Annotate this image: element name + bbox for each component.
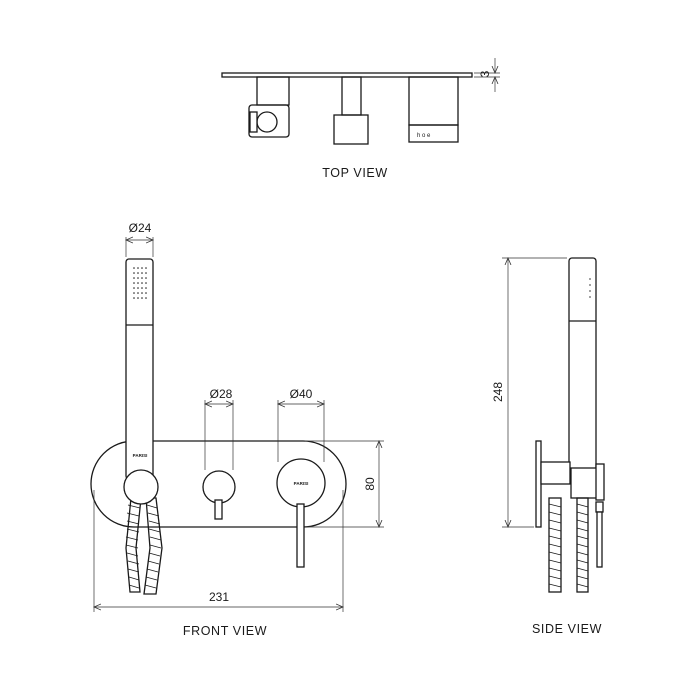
svg-text:80: 80 bbox=[363, 477, 377, 491]
side-view-plate bbox=[535, 440, 542, 528]
side-view-handshower bbox=[568, 257, 597, 481]
dim-plate-width: 231 bbox=[94, 490, 343, 612]
dim-top-thickness: 3 bbox=[474, 58, 500, 92]
front-view-holder-outlet bbox=[123, 469, 159, 505]
svg-text:Ø28: Ø28 bbox=[210, 387, 233, 401]
svg-text:3: 3 bbox=[478, 70, 492, 77]
side-view-hoses bbox=[548, 497, 589, 593]
front-view-diverter bbox=[202, 470, 236, 520]
dim-handshower-diameter: Ø24 bbox=[126, 221, 153, 257]
holder-brand-mark: PARISI bbox=[133, 453, 148, 458]
dim-diverter-diameter: Ø28 bbox=[205, 387, 233, 470]
top-view-holder bbox=[248, 76, 290, 138]
svg-text:Ø24: Ø24 bbox=[129, 221, 152, 235]
front-view-label: FRONT VIEW bbox=[183, 624, 267, 638]
svg-text:248: 248 bbox=[491, 382, 505, 402]
dim-plate-height: 80 bbox=[305, 441, 384, 527]
svg-text:Ø40: Ø40 bbox=[290, 387, 313, 401]
side-view-holder bbox=[540, 461, 605, 568]
side-view: 248 SIDE VIEW bbox=[491, 257, 605, 636]
side-view-label: SIDE VIEW bbox=[532, 622, 602, 636]
spray-nozzles bbox=[133, 267, 147, 299]
front-view-mixer: PARISI bbox=[276, 458, 326, 568]
top-view-symbols: h o e bbox=[417, 133, 431, 139]
front-view-handshower: PARISI bbox=[125, 258, 154, 480]
top-view-diverter bbox=[333, 76, 369, 145]
mixer-brand-mark: PARISI bbox=[294, 481, 309, 486]
dim-mixer-diameter: Ø40 bbox=[278, 387, 324, 462]
dim-handshower-length: 248 bbox=[491, 258, 567, 527]
front-view-hose bbox=[125, 497, 163, 595]
svg-text:231: 231 bbox=[209, 590, 229, 604]
top-view-mixer: h o e bbox=[408, 76, 459, 143]
top-view: h o e 3 TOP VIEW bbox=[221, 58, 500, 180]
front-view: PARISI PARISI Ø24 Ø28 bbox=[90, 221, 384, 638]
top-view-label: TOP VIEW bbox=[322, 166, 387, 180]
